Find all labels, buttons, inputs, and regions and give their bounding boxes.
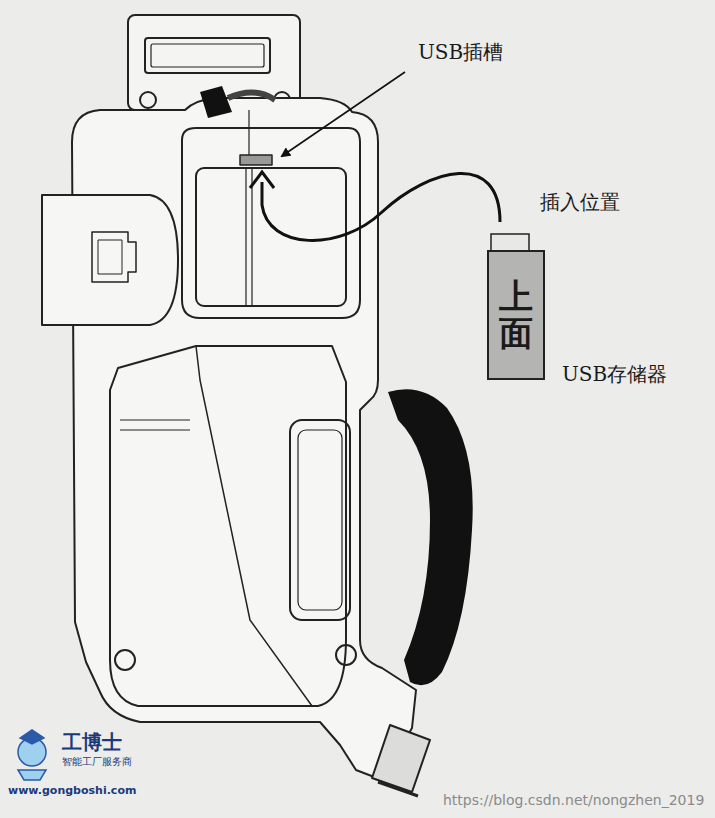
part-label: 插入位置 [540, 190, 620, 214]
node-text: 上面 [499, 278, 533, 353]
watermark-url: www.gongboshi.com [8, 784, 136, 797]
usb-stick: 上面 [487, 250, 545, 380]
part-label: USB插槽 [418, 40, 503, 64]
watermark-url: https://blog.csdn.net/nongzhen_2019 [443, 792, 704, 809]
watermark-text: 智能工厂服务商 [62, 756, 132, 768]
watermark-logo: 工博士 [62, 730, 122, 754]
part-label: USB存储器 [562, 362, 667, 386]
